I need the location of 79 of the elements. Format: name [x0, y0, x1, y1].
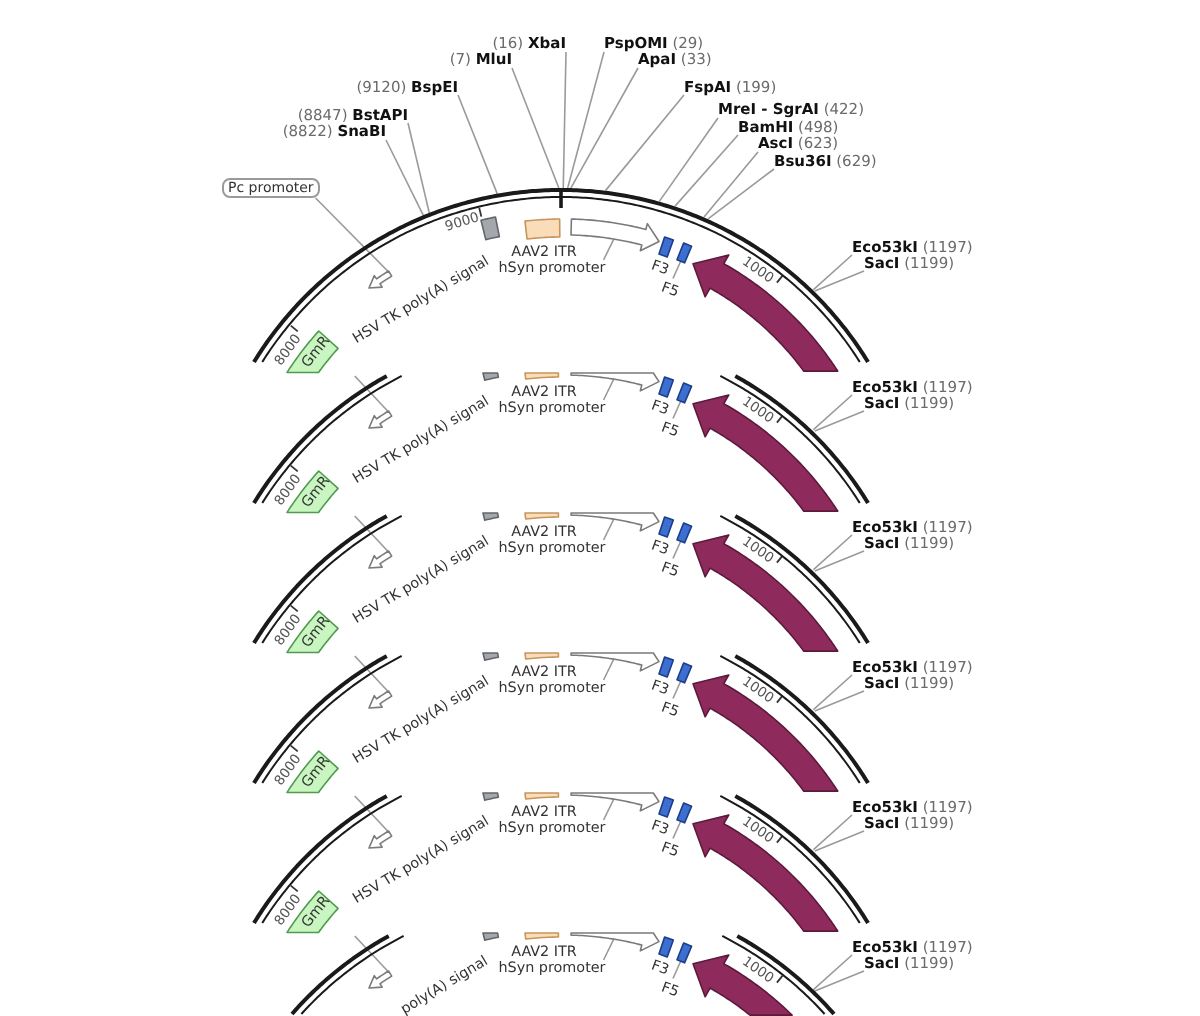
feature-box	[658, 655, 675, 678]
feature-box	[676, 521, 693, 544]
leader-line	[814, 690, 865, 712]
feature-box	[482, 371, 501, 381]
feature-box	[658, 235, 675, 258]
map-feature	[691, 254, 839, 373]
leader-line	[385, 139, 425, 217]
leader-line	[353, 935, 389, 972]
promoter-feature	[367, 269, 392, 289]
leader-line	[566, 51, 605, 189]
leader-line	[814, 410, 865, 432]
leader-line	[511, 67, 560, 189]
leader-line	[812, 814, 853, 851]
leader-line	[672, 819, 682, 840]
leader-line	[674, 134, 739, 207]
feature-box	[676, 941, 693, 964]
map-feature	[691, 674, 839, 793]
promoter-feature	[367, 549, 392, 569]
feature-box	[676, 381, 693, 404]
leader-line	[672, 259, 682, 280]
promoter-feature	[367, 409, 392, 429]
leader-line	[562, 51, 567, 189]
leader-line	[407, 122, 431, 214]
leader-line	[604, 94, 685, 192]
feature-box	[482, 511, 501, 521]
leader-line	[457, 94, 499, 195]
plasmid-backbone	[287, 935, 837, 1013]
leader-line	[814, 550, 865, 572]
leader-line	[812, 674, 853, 711]
leader-line	[672, 399, 682, 420]
leader-line	[353, 515, 389, 552]
leader-line	[672, 679, 682, 700]
leader-line	[814, 270, 865, 292]
leader-line	[703, 151, 759, 218]
leader-line	[602, 377, 615, 401]
feature-box	[658, 795, 675, 818]
feature-box	[479, 215, 501, 241]
leader-line	[812, 954, 853, 991]
leader-line	[602, 657, 615, 681]
feature-box	[524, 651, 561, 659]
leader-line	[812, 254, 853, 291]
map-feature	[691, 534, 839, 653]
feature-box	[482, 931, 501, 941]
feature-box	[658, 375, 675, 398]
leader-line	[570, 67, 639, 189]
leader-line	[314, 197, 389, 272]
feature-box	[658, 935, 675, 958]
feature-box	[482, 651, 501, 661]
leader-line	[812, 394, 853, 431]
leader-line	[672, 959, 682, 980]
leader-line	[602, 797, 615, 821]
leader-line	[602, 237, 615, 261]
feature-box	[524, 931, 561, 939]
promoter-feature	[367, 829, 392, 849]
leader-line	[814, 830, 865, 852]
map-feature	[691, 814, 839, 933]
promoter-feature	[367, 969, 392, 989]
leader-line	[602, 937, 615, 961]
leader-line	[672, 539, 682, 560]
feature-box	[524, 791, 561, 799]
feature-box	[676, 661, 693, 684]
promoter-feature	[367, 689, 392, 709]
leader-line	[353, 375, 389, 412]
leader-line	[353, 655, 389, 692]
map-feature	[691, 954, 793, 1016]
feature-box	[523, 217, 561, 239]
feature-box	[676, 241, 693, 264]
leader-line	[658, 117, 719, 203]
feature-box	[676, 801, 693, 824]
leader-line	[814, 970, 865, 992]
leader-line	[353, 795, 389, 832]
leader-line	[707, 168, 775, 220]
feature-box	[524, 511, 561, 519]
feature-box	[482, 791, 501, 801]
leader-line	[602, 517, 615, 541]
map-feature	[691, 394, 839, 513]
feature-box	[524, 371, 561, 379]
feature-box	[658, 515, 675, 538]
leader-line	[812, 534, 853, 571]
